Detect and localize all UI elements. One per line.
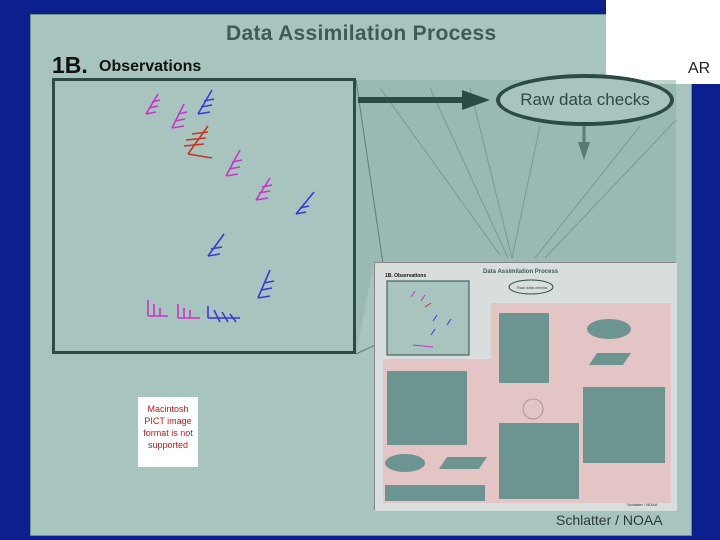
thumb-box-5 [385,485,485,501]
thumb-section-label: 1B. Observations [385,273,426,279]
thumb-barb [420,294,426,302]
down-arrow-head [578,142,590,160]
thumb-raw-label: Raw data checks [517,285,547,290]
wind-barb [177,304,200,319]
wind-barb [147,300,168,317]
thumb-box-3 [387,371,467,445]
raw-data-checks-oval: Raw data checks [496,74,674,126]
thumb-cycle [522,398,544,420]
wind-barb [207,233,225,257]
thumb-barb [412,344,434,348]
thumb-oval-3 [385,454,425,472]
wind-barb [295,191,315,215]
thumb-raw-oval [508,279,554,295]
thumb-oval-2 [587,319,631,339]
flow-arrow-head [462,90,490,110]
wind-barb [145,93,161,115]
zoom-funnel [356,80,676,354]
wind-barb [225,149,243,177]
wind-barb [171,103,188,129]
pict-placeholder: Macintosh PICT image format is not suppo… [138,397,198,467]
wind-barb [255,177,273,201]
logo-box [606,0,720,84]
wind-barb [257,269,275,299]
slide-title: Data Assimilation Process [226,22,497,45]
credit-text: Schlatter / NOAA [556,512,663,528]
thumbnail-slide: Data Assimilation Process 1B. Observatio… [374,262,677,511]
raw-data-checks-label: Raw data checks [520,90,650,109]
thumb-credit: Schlatter / NOAA [627,502,658,507]
wind-barb [207,306,240,323]
thumb-box-4 [499,423,579,499]
thumb-box-2 [583,387,665,463]
wind-barb [183,125,213,159]
thumb-barb [446,318,452,326]
thumb-obs-panel [386,280,470,356]
thumb-title: Data Assimilation Process [483,269,559,275]
thumb-barb [432,314,438,322]
wind-barb [197,89,215,115]
observations-panel [52,78,356,354]
thumb-parallelogram-2 [439,457,487,469]
thumb-barb [410,290,416,298]
section-label: Observations [99,58,202,75]
thumbnail-diagram: Data Assimilation Process 1B. Observatio… [375,263,677,511]
thumb-parallelogram-1 [589,353,631,365]
thumb-barb [430,328,436,336]
thumb-box-1 [499,313,549,383]
logo-fragment: AR [688,60,711,77]
thumb-barb [424,302,432,308]
section-number: 1B. [52,52,88,78]
